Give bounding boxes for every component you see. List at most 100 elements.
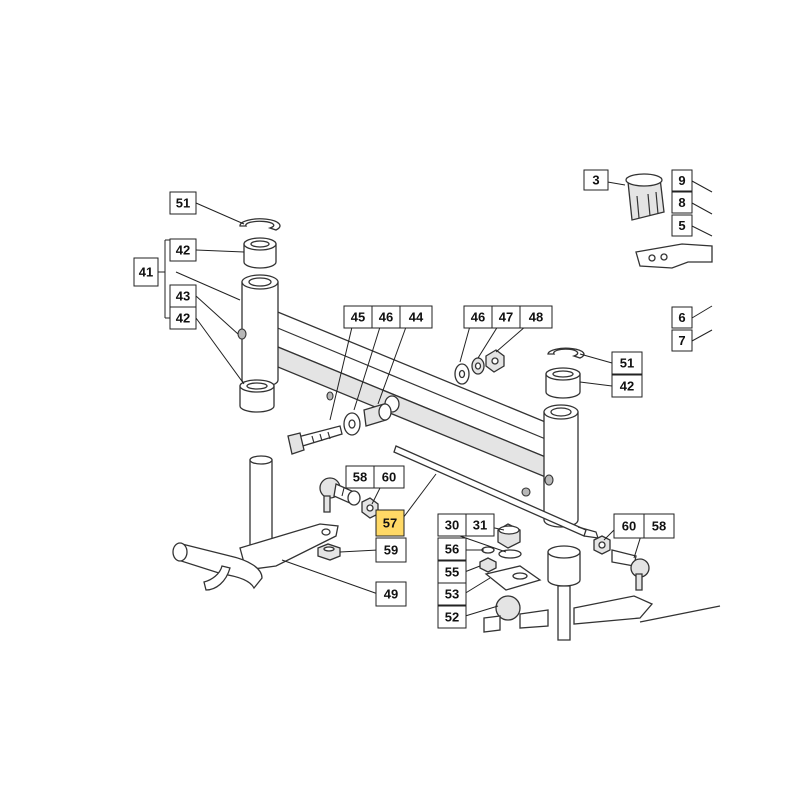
callout-43: 43 [169, 284, 197, 308]
callout-text: 3 [592, 173, 599, 188]
callout-text: 8 [678, 195, 685, 210]
callout-box [399, 305, 433, 329]
callout-text: 5 [678, 218, 685, 233]
callout-57: 57 [375, 509, 405, 537]
callout-text: 7 [678, 333, 685, 348]
callout-box [465, 513, 495, 537]
callout-text: 60 [622, 519, 636, 534]
right-spindle [547, 545, 721, 641]
left-pivot-tube [237, 274, 279, 388]
callout-42c: 42 [611, 374, 643, 398]
callout-box [583, 169, 609, 191]
callout-59: 59 [375, 537, 407, 563]
callout-text: 57 [383, 516, 397, 531]
callout-46b: 46 [463, 305, 493, 329]
callout-text: 51 [620, 356, 634, 371]
callout-box [611, 351, 643, 375]
callout-text: 42 [176, 243, 190, 258]
callout-box [375, 581, 407, 607]
callout-text: 51 [176, 196, 190, 211]
callout-box [169, 191, 197, 215]
callout-52: 52 [437, 605, 467, 629]
callout-box [373, 465, 405, 489]
callout-text: 56 [445, 542, 459, 557]
nut-48 [485, 349, 505, 373]
callout-55: 55 [437, 560, 467, 584]
callout-text: 58 [353, 470, 367, 485]
callout-box [671, 214, 693, 237]
right-pivot-tube [543, 404, 579, 528]
callout-box [611, 374, 643, 398]
callout-box [169, 306, 197, 330]
callout-text: 30 [445, 518, 459, 533]
callout-box [133, 257, 159, 287]
callout-text: 45 [351, 310, 365, 325]
bush-right-top [545, 367, 581, 399]
bush-left-top [243, 237, 277, 269]
callout-31: 31 [465, 513, 495, 537]
callout-51b: 51 [611, 351, 643, 375]
steering-spindle [172, 455, 339, 591]
nut-59 [317, 543, 341, 561]
callout-box [671, 306, 693, 329]
callout-45: 45 [343, 305, 373, 329]
callout-box [437, 582, 467, 606]
callout-42a: 42 [169, 238, 197, 262]
callout-text: 47 [499, 310, 513, 325]
callout-41: 41 [133, 257, 159, 287]
part-3-cap [625, 173, 665, 221]
callout-8: 8 [671, 191, 693, 214]
callout-text: 53 [445, 587, 459, 602]
callout-6: 6 [671, 306, 693, 329]
callout-text: 52 [445, 610, 459, 625]
callout-box [169, 238, 197, 262]
callout-3: 3 [583, 169, 609, 191]
callout-text: 48 [529, 310, 543, 325]
callout-text: 43 [176, 289, 190, 304]
callout-text: 31 [473, 518, 487, 533]
callout-box [643, 513, 675, 539]
callout-text: 49 [384, 587, 398, 602]
bush-left-bottom [239, 379, 275, 413]
circlip-right [547, 347, 585, 359]
callout-box [375, 509, 405, 537]
callout-60b: 60 [613, 513, 645, 539]
callout-47: 47 [491, 305, 521, 329]
bracket-plate [635, 243, 713, 269]
callout-text: 9 [678, 173, 685, 188]
callout-text: 46 [471, 310, 485, 325]
callout-46a: 46 [371, 305, 401, 329]
callout-7: 7 [671, 329, 693, 352]
callout-49: 49 [375, 581, 407, 607]
callout-text: 59 [384, 543, 398, 558]
steering-arm-plate [484, 565, 542, 591]
callout-box [375, 537, 407, 563]
callout-box [437, 605, 467, 629]
nut-60-right [593, 535, 611, 555]
callout-58a: 58 [345, 465, 375, 489]
callout-text: 42 [176, 311, 190, 326]
callout-text: 60 [382, 470, 396, 485]
callout-box [671, 191, 693, 214]
callout-44: 44 [399, 305, 433, 329]
callout-51a: 51 [169, 191, 197, 215]
ball-joint-right [611, 549, 650, 591]
pivot-bolt [287, 425, 343, 455]
callout-53: 53 [437, 582, 467, 606]
washer-46-right [454, 363, 470, 385]
callout-56: 56 [437, 537, 467, 561]
callout-42b: 42 [169, 306, 197, 330]
washer-47 [471, 357, 485, 375]
callout-9: 9 [671, 169, 693, 192]
callout-text: 44 [409, 310, 424, 325]
callout-60a: 60 [373, 465, 405, 489]
tie-rod [393, 445, 599, 539]
callout-box [671, 169, 693, 192]
callout-58b: 58 [643, 513, 675, 539]
callout-5: 5 [671, 214, 693, 237]
callout-text: 42 [620, 379, 634, 394]
callout-box [671, 329, 693, 352]
washer-46-left [343, 412, 361, 436]
callout-text: 6 [678, 310, 685, 325]
